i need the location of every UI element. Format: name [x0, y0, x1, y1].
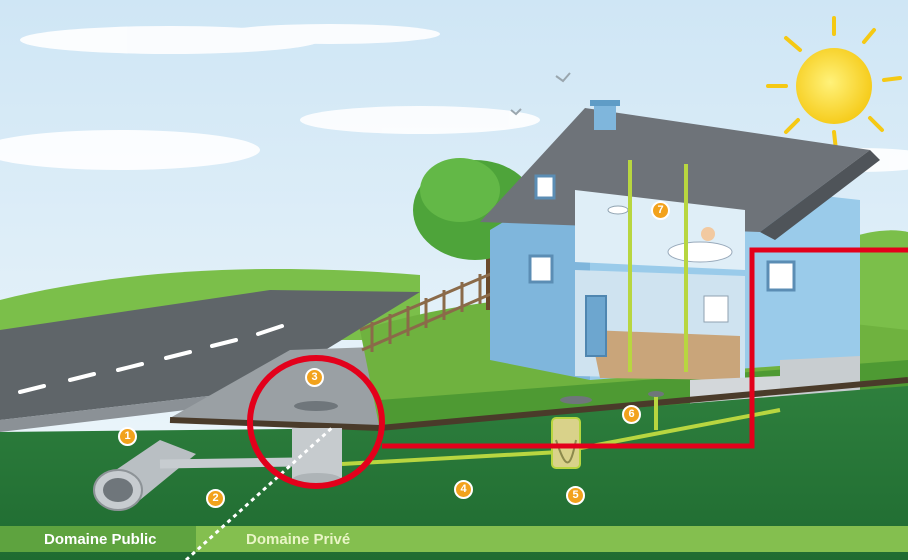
marker-6: 6 — [622, 405, 641, 424]
dormer-window — [536, 176, 554, 198]
marker-3: 3 — [305, 368, 324, 387]
connection-pipe — [160, 462, 296, 464]
washing-machine-icon — [704, 296, 728, 322]
person-icon — [701, 227, 715, 241]
marker-1: 1 — [118, 427, 137, 446]
zone-label-private: Domaine Privé — [246, 530, 350, 550]
bathtub-icon — [668, 242, 732, 262]
chimney — [594, 104, 616, 130]
marker-2: 2 — [206, 489, 225, 508]
window — [530, 256, 552, 282]
sink-icon — [608, 206, 628, 214]
manhole-cover — [294, 401, 338, 411]
zone-label-public: Domaine Public — [44, 530, 157, 550]
window — [768, 262, 794, 290]
marker-7: 7 — [651, 201, 670, 220]
marker-5: 5 — [566, 486, 585, 505]
marker-4: 4 — [454, 480, 473, 499]
door — [586, 296, 606, 356]
floor-tiles — [590, 330, 740, 380]
